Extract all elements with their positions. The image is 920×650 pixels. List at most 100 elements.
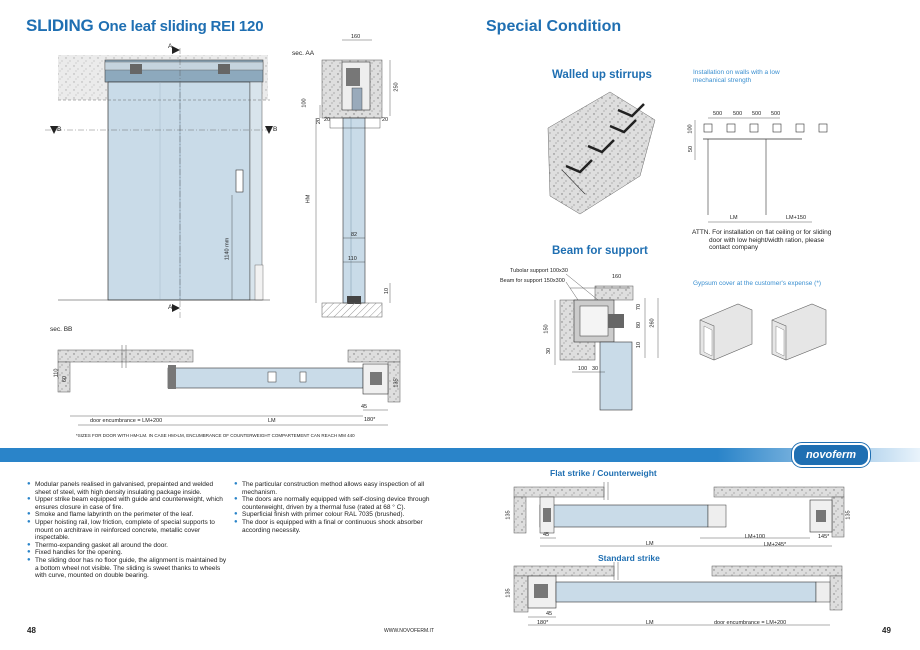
list-item: Modular panels realised in galvanised, p… bbox=[27, 481, 227, 496]
flat-strike-title: Flat strike / Counterweight bbox=[550, 468, 657, 478]
cut-b-left: B bbox=[57, 126, 62, 133]
gypsum-title: Gypsum cover at the customer's expense (… bbox=[693, 280, 822, 287]
novoferm-logo: novoferm bbox=[792, 443, 870, 467]
dim-45-flat: 45 bbox=[543, 532, 550, 538]
walled-note-line1: Installation on walls with a low bbox=[693, 69, 780, 76]
attn-note: ATTN. For installation on flat ceiling o… bbox=[692, 229, 831, 252]
flat-strike-drawing bbox=[513, 482, 845, 547]
dim-100-beam: 100 bbox=[578, 366, 588, 372]
flat-lm245: LM+245* bbox=[764, 542, 787, 548]
dim-30b-beam: 30 bbox=[592, 366, 599, 372]
cut-b-right: B bbox=[273, 126, 278, 133]
list-item: The sliding door has no floor guide, the… bbox=[27, 557, 227, 580]
section-aa bbox=[315, 39, 391, 318]
walled-stirrups-drawing bbox=[547, 91, 656, 215]
beam-support-label: Beam for support 150x300 bbox=[500, 278, 565, 284]
dim-500-b: 500 bbox=[733, 111, 743, 117]
std-lm: LM bbox=[646, 620, 654, 626]
standard-strike-drawing bbox=[513, 562, 843, 626]
list-item: Upper strike beam equipped with guide an… bbox=[27, 496, 227, 511]
dim-160: 160 bbox=[351, 34, 361, 40]
sizes-footnote: *SIZES FOR DOOR WITH HM<LM. IN CASE HM>L… bbox=[76, 433, 355, 438]
list-item: Upper hoisting rail, low friction, compl… bbox=[27, 519, 227, 542]
list-item: Superficial finish with primer colour RA… bbox=[234, 511, 434, 519]
dim-20-a: 20 bbox=[316, 117, 323, 125]
dim-20-c: 20 bbox=[382, 117, 389, 123]
list-item: Smoke and flame labyrinth on the perimet… bbox=[27, 511, 227, 519]
front-elevation bbox=[45, 46, 275, 320]
dim-500-c: 500 bbox=[752, 111, 762, 117]
walled-lm: LM bbox=[730, 215, 738, 221]
list-item: The door is equipped with a final or con… bbox=[234, 519, 434, 534]
attn-line1: ATTN. For installation on flat ceiling o… bbox=[692, 229, 832, 236]
attn-line2: door with low height/width ration, pleas… bbox=[709, 236, 825, 244]
dim-45-std: 45 bbox=[546, 611, 553, 617]
beam-support-drawing bbox=[554, 273, 659, 411]
page-number-left: 48 bbox=[27, 626, 36, 635]
beam-support-title: Beam for support bbox=[552, 245, 648, 257]
list-item: The doors are normally equipped with sel… bbox=[234, 496, 434, 511]
features-list-right: The particular construction method allow… bbox=[234, 481, 434, 534]
dim-50-walled: 50 bbox=[688, 145, 695, 153]
dim-82: 82 bbox=[351, 232, 358, 238]
dim-150-beam: 150 bbox=[543, 324, 550, 334]
cut-a-top: A bbox=[168, 43, 173, 50]
walled-stirrups-title: Walled up stirrups bbox=[552, 69, 652, 81]
flat-lm100: LM+100 bbox=[745, 534, 766, 540]
standard-strike-title: Standard strike bbox=[598, 553, 660, 563]
dim-70-beam: 70 bbox=[636, 303, 643, 311]
gypsum-covers bbox=[699, 303, 827, 361]
divider-band bbox=[0, 448, 920, 462]
dim-10-beam: 10 bbox=[636, 341, 643, 349]
dim-180-bb: 180* bbox=[364, 417, 376, 423]
page-number-right: 49 bbox=[882, 626, 891, 635]
door-encumbrance-label: door encumbrance = LM+200 bbox=[90, 418, 163, 424]
dim-500-d: 500 bbox=[771, 111, 781, 117]
dim-135-std: 135 bbox=[505, 588, 512, 598]
dim-180-std: 180* bbox=[537, 620, 549, 626]
footer-url[interactable]: WWW.NOVOFERM.IT bbox=[384, 628, 434, 634]
walled-elevation bbox=[694, 117, 828, 223]
title-main: SLIDING bbox=[26, 16, 94, 35]
dim-80-beam: 80 bbox=[636, 321, 643, 329]
section-aa-label: sec. AA bbox=[292, 50, 315, 57]
walled-note: Installation on walls with a low mechani… bbox=[693, 69, 780, 85]
dim-hm: HM bbox=[305, 194, 312, 204]
dim-135b-flat: 135 bbox=[845, 510, 852, 520]
special-condition-title: Special Condition bbox=[486, 18, 622, 35]
dim-160-beam: 160 bbox=[612, 274, 622, 280]
dim-30-beam: 30 bbox=[546, 347, 553, 355]
dim-20-b: 20 bbox=[324, 117, 331, 123]
title-sub: One leaf sliding REI 120 bbox=[98, 18, 264, 35]
dim-110: 110 bbox=[348, 256, 357, 262]
section-bb bbox=[57, 345, 401, 426]
cut-a-bottom: A bbox=[168, 304, 173, 311]
walled-note-line2: mechanical strength bbox=[693, 77, 752, 84]
walled-lm150: LM+150 bbox=[786, 215, 807, 221]
list-item: Fixed handles for the opening. bbox=[27, 549, 227, 557]
dim-1140: 1140 mm bbox=[224, 237, 231, 261]
dim-135-flat: 135 bbox=[505, 510, 512, 520]
std-door-encumbrance: door encumbrance = LM+200 bbox=[714, 620, 787, 626]
lm-label: LM bbox=[268, 418, 276, 424]
section-bb-label: sec. BB bbox=[50, 326, 73, 333]
dim-60-bb: 60 bbox=[62, 375, 69, 383]
tubolar-support-label: Tubolar support 100x30 bbox=[510, 268, 568, 274]
dim-135-bb: 135 bbox=[393, 378, 400, 388]
features-list-left: Modular panels realised in galvanised, p… bbox=[27, 481, 227, 580]
dim-110-bb: 110 bbox=[53, 368, 60, 378]
dim-45-bb: 45 bbox=[361, 404, 368, 410]
dim-10: 10 bbox=[384, 287, 391, 295]
attn-line3: contact company bbox=[709, 244, 759, 251]
list-item: The particular construction method allow… bbox=[234, 481, 434, 496]
list-item: Thermo-expanding gasket all around the d… bbox=[27, 542, 227, 550]
dim-500-a: 500 bbox=[713, 111, 723, 117]
dim-100: 100 bbox=[301, 98, 308, 108]
dim-260-beam: 260 bbox=[649, 318, 656, 328]
page-title: SLIDING One leaf sliding REI 120 bbox=[26, 16, 264, 36]
flat-lm: LM bbox=[646, 541, 654, 547]
dim-145-flat: 145* bbox=[818, 534, 830, 540]
dim-100-walled: 100 bbox=[687, 124, 694, 134]
dim-250: 250 bbox=[393, 82, 400, 92]
